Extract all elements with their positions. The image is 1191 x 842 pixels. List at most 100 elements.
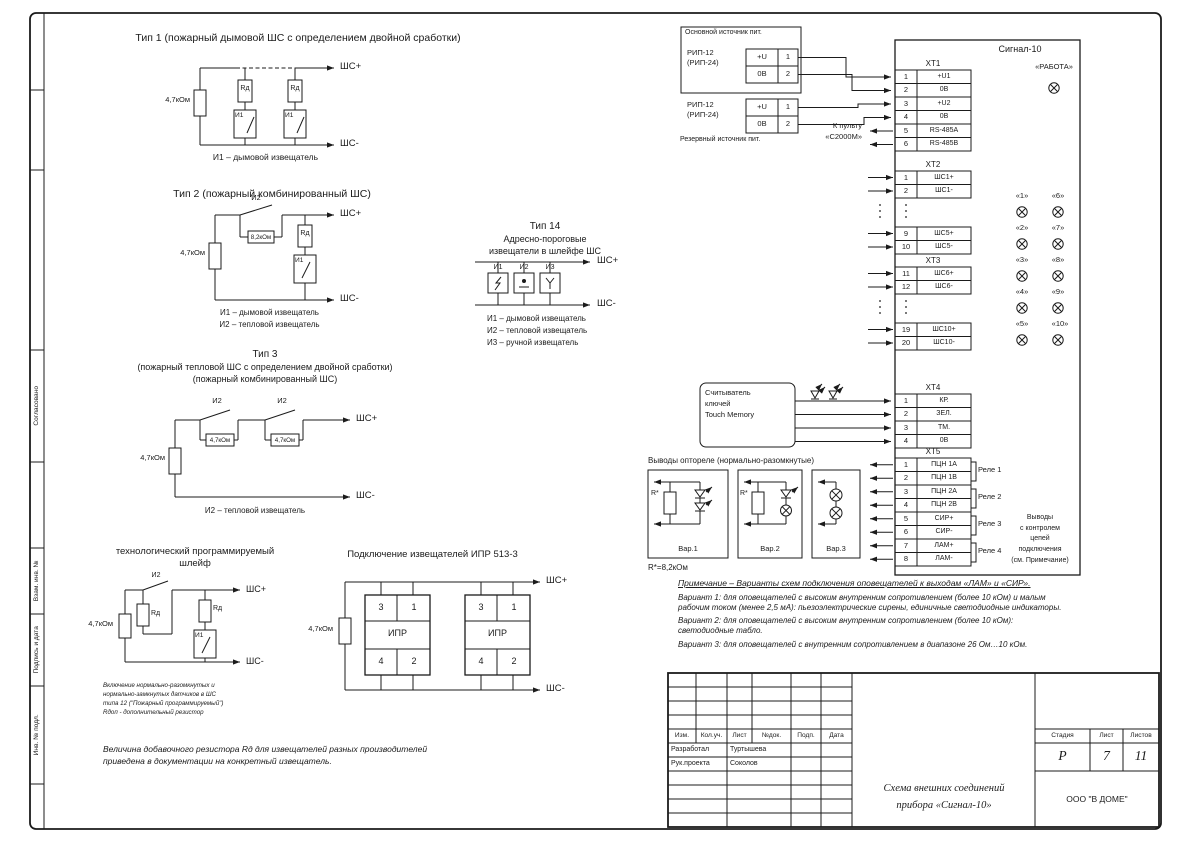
xt2-num: 2 [903, 186, 909, 195]
type1-circuit [193, 65, 334, 148]
xt1-header: XT1 [925, 59, 941, 68]
heat-detector-icon [522, 279, 526, 283]
smoke-detector-icon [494, 276, 502, 291]
lamp-icon [1052, 270, 1064, 282]
type1-resistor-label: 4,7кОм [165, 95, 190, 104]
ipr-block-label: ИПР [488, 628, 507, 638]
type14-circuit [475, 259, 590, 308]
resistor-note-line2: приведена в документации на конкретный и… [103, 756, 332, 766]
lamp-icon [1016, 302, 1028, 314]
rip2-zero-v: 0В [757, 119, 767, 128]
type1-shs-plus: ШС+ [340, 61, 362, 72]
ipr-terminal-1: 1 [511, 602, 517, 612]
tech-note1: Включение нормально-разомкнутых и [103, 682, 215, 689]
notes-variant2: Вариант 2: для оповещателей с высоким вн… [678, 616, 1014, 636]
ipr-block-label: ИПР [388, 628, 407, 638]
indicator-lamps [1016, 82, 1064, 346]
xt1-num: 5 [903, 125, 909, 135]
xt4-num: 1 [903, 395, 909, 405]
indicator-label: «10» [1051, 319, 1069, 328]
type1-title: Тип 1 (пожарный дымовой ШС с определение… [135, 32, 461, 44]
type3-i2-label: И2 [212, 396, 222, 405]
xt5-header: XT5 [925, 447, 941, 456]
sheet-frame [29, 12, 1162, 830]
type2-circuit [208, 204, 334, 303]
rip1-zero-v: 0В [757, 69, 767, 78]
notes-heading: Примечание – Варианты схем подключения о… [678, 578, 1031, 588]
ipr-terminal-4: 4 [378, 656, 384, 666]
stamp-doc-title-line2: прибора «Сигнал-10» [896, 800, 992, 811]
outputs-note-line: цепей [1030, 535, 1050, 542]
xt1-num: 4 [903, 112, 909, 121]
xt1-num: 2 [903, 85, 909, 94]
tech-title2: шлейф [179, 558, 211, 569]
indicator-label: «9» [1051, 287, 1065, 296]
opto-variant1-label: Вар.1 [678, 544, 698, 553]
tech-i2-label: И2 [151, 572, 161, 579]
opto-title: Выводы оптореле (нормально-разомкнутые) [648, 456, 815, 465]
tech-i1-label: И1 [195, 632, 204, 639]
stamp-col-data: Дата [829, 732, 844, 739]
indicator-label: «8» [1051, 255, 1065, 264]
type3-title1: Тип 3 [252, 349, 278, 360]
stamp-sheets-header: Листов [1130, 732, 1152, 739]
notes-variant1: Вариант 1: для оповещателей с высоким вн… [678, 593, 1062, 613]
led-icon [694, 502, 706, 512]
indicator-label: «5» [1015, 319, 1029, 328]
rip1-n2: 2 [785, 69, 791, 78]
xt5-label: ЛАМ+ [934, 541, 954, 549]
rip2-n2: 2 [785, 119, 791, 128]
xt2-header: XT2 [925, 160, 941, 169]
work-lamp-icon [1048, 82, 1060, 94]
reserve-power-label: Резервный источник пит. [680, 136, 761, 143]
type14-shs-minus: ШС- [597, 298, 616, 309]
tech-resistor-label: 4,7кОм [88, 619, 113, 628]
type2-shs-plus: ШС+ [340, 208, 362, 219]
xt1-label: RS-485A [929, 126, 959, 134]
stamp-col-koluch: Кол.уч. [700, 732, 723, 739]
indicator-label: «7» [1051, 223, 1065, 232]
stamp-col-list: Лист [732, 732, 747, 739]
xt1-label: +U1 [937, 72, 951, 80]
manual-detector-icon [545, 277, 555, 289]
xt1-label: +U2 [937, 99, 951, 107]
main-power-label: Основной источник пит. [685, 29, 762, 36]
frame-label-inv: Инв. № подл. [33, 714, 41, 756]
type14-shs-plus: ШС+ [597, 255, 619, 266]
lamp-icon [1016, 270, 1028, 282]
indicator-label: «1» [1015, 191, 1029, 200]
tech-shs-plus: ШС+ [246, 584, 267, 594]
type14-caption3: И3 – ручной извещатель [487, 338, 579, 347]
ipr-terminal-1: 1 [411, 602, 417, 612]
type14-title1: Тип 14 [529, 221, 561, 232]
xt2-label: ШС5+ [934, 229, 954, 237]
type2-r82-label: 8,2кОм [250, 233, 272, 241]
type3-resistor-label: 4,7кОм [140, 453, 165, 462]
frame-label-vzam: Взам. инв. № [33, 560, 41, 602]
type3-shs-plus: ШС+ [356, 413, 378, 424]
console-label2: «С2000М» [825, 132, 862, 141]
opto-variant3-label: Вар.3 [826, 544, 846, 553]
ipr-title: Подключение извещателей ИПР 513-3 [347, 549, 518, 560]
xt1-num: 1 [903, 71, 909, 81]
xt2-label: ШС1- [935, 187, 953, 194]
type3-title2: (пожарный тепловой ШС с определением дво… [137, 362, 393, 372]
relay-label: Реле 4 [978, 546, 1002, 555]
xt3-num: 11 [902, 268, 910, 278]
stamp-sheets-value: 11 [1134, 748, 1148, 763]
type1-i1-label: И1 [285, 112, 294, 119]
indicator-label: «4» [1015, 287, 1029, 296]
xt5-num: 6 [903, 527, 909, 536]
type14-caption1: И1 – дымовой извещатель [487, 314, 586, 323]
stamp-col-dok: №док. [761, 732, 782, 739]
xt5-num: 8 [903, 554, 909, 563]
type2-title: Тип 2 (пожарный комбинированный ШС) [173, 188, 371, 200]
xt5-num: 4 [903, 500, 909, 509]
xt3-label: ШС10+ [932, 325, 956, 333]
opto-relay-variants [647, 469, 861, 559]
led-icon [810, 383, 826, 400]
tech-rd-label: Rд [151, 610, 161, 617]
tech-note4: Rдоп - дополнительный резистор [103, 709, 204, 716]
opto-variant2-label: Вар.2 [760, 544, 780, 553]
xt3-label: ШС10- [933, 339, 955, 346]
